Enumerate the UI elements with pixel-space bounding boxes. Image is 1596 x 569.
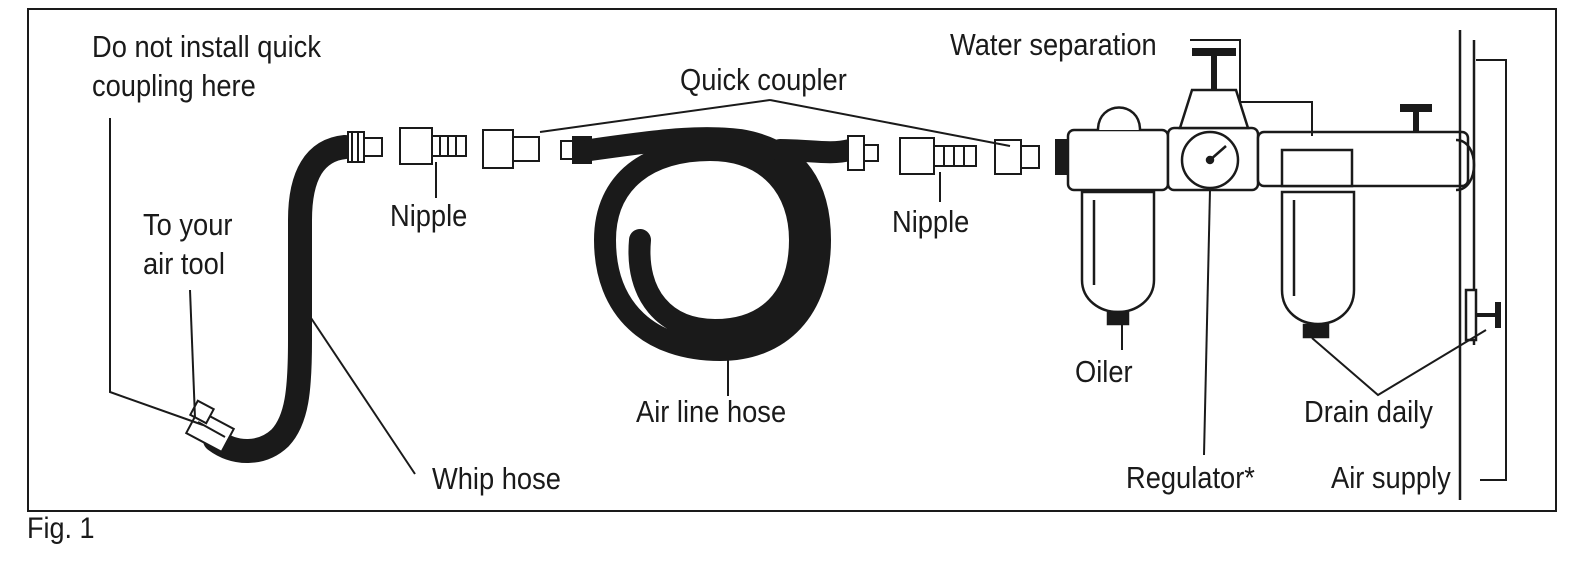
oiler-icon [1066, 106, 1170, 326]
whip-hose [203, 135, 357, 463]
tool-fitting [184, 399, 236, 454]
label-air-supply: Air supply [1331, 460, 1451, 495]
leader-lines [109, 39, 1507, 481]
air-supply-pipe [1455, 30, 1501, 500]
label-air-line-hose: Air line hose [636, 394, 787, 429]
label-quick-coupler: Quick coupler [680, 62, 847, 97]
regulator-icon [1166, 48, 1260, 192]
nipple-left-icon [399, 127, 467, 165]
label-regulator: Regulator* [1126, 460, 1255, 495]
label-no-coupling-line1: Do not install quick [92, 29, 321, 64]
label-to-tool-line1: To your [143, 207, 233, 242]
label-nipple-left: Nipple [390, 198, 468, 233]
label-drain-daily: Drain daily [1304, 394, 1433, 429]
nipple-right-icon [899, 137, 977, 175]
quick-coupler-left-icon [482, 129, 592, 169]
hose-end-fitting-right [847, 135, 879, 171]
whip-end-fitting [347, 131, 383, 163]
label-no-coupling-line2: coupling here [92, 68, 256, 103]
label-water-separation: Water separation [950, 27, 1157, 62]
label-whip-hose: Whip hose [432, 461, 561, 496]
label-to-tool-line2: air tool [143, 246, 225, 281]
diagram-frame [27, 8, 1557, 512]
label-oiler: Oiler [1075, 354, 1133, 389]
air-line-hose-coil [579, 127, 861, 362]
figure-caption: Fig. 1 [27, 512, 95, 545]
water-separator-icon [1256, 104, 1470, 339]
label-nipple-right: Nipple [892, 204, 970, 239]
